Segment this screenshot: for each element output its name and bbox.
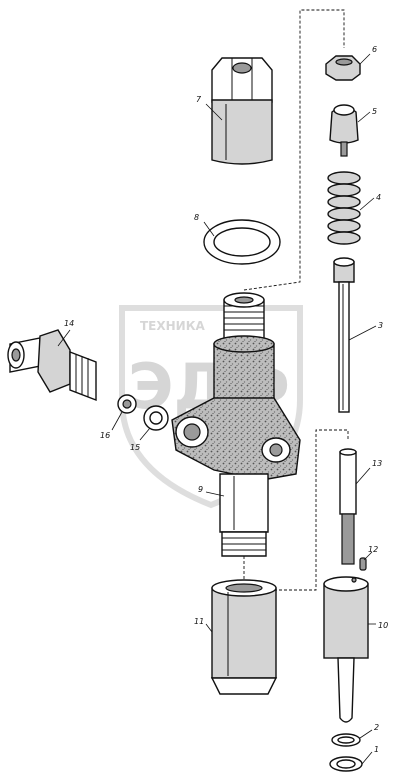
callout-13: 13 [372,459,382,468]
part-11-nozzle-nut [210,579,278,695]
part-13-needle-valve [339,448,357,565]
callout-3: 3 [378,321,383,330]
part-1-seal-washer [329,756,363,772]
part-2-seal-ring [331,733,361,747]
callout-4: 4 [376,193,381,202]
part-7-cap-nut [211,57,273,165]
callout-5: 5 [372,107,377,116]
callout-16: 16 [100,431,110,440]
part-9-injector-body [171,292,301,557]
callout-labels: 6 5 4 3 7 8 14 16 15 9 13 12 10 11 2 1 [64,45,388,754]
watermark-top-text: ТЕХНИКА [140,319,206,333]
callout-14: 14 [64,319,74,328]
callout-8: 8 [194,213,199,222]
callout-6: 6 [372,45,377,54]
part-3-pushrod [333,257,355,413]
part-12-pin [359,557,367,571]
part-15-washer [143,405,169,431]
leader-lines [57,53,377,765]
part-10-nozzle-body [323,576,369,723]
callout-9: 9 [198,485,203,494]
part-14-inlet-fitting [7,329,97,402]
assembly-guide-lines [243,9,349,591]
callout-12: 12 [368,545,378,554]
part-4-spring [327,171,361,245]
callout-15: 15 [130,443,140,452]
callout-11: 11 [194,617,204,626]
callout-2: 2 [374,723,379,732]
callout-10: 10 [378,621,388,630]
callout-7: 7 [196,95,202,104]
part-8-washer [203,219,281,265]
callout-1: 1 [374,745,379,754]
part-16-small-washer [117,394,137,414]
part-6-hex-nut [325,55,361,81]
part-5-spring-guide [329,104,359,157]
